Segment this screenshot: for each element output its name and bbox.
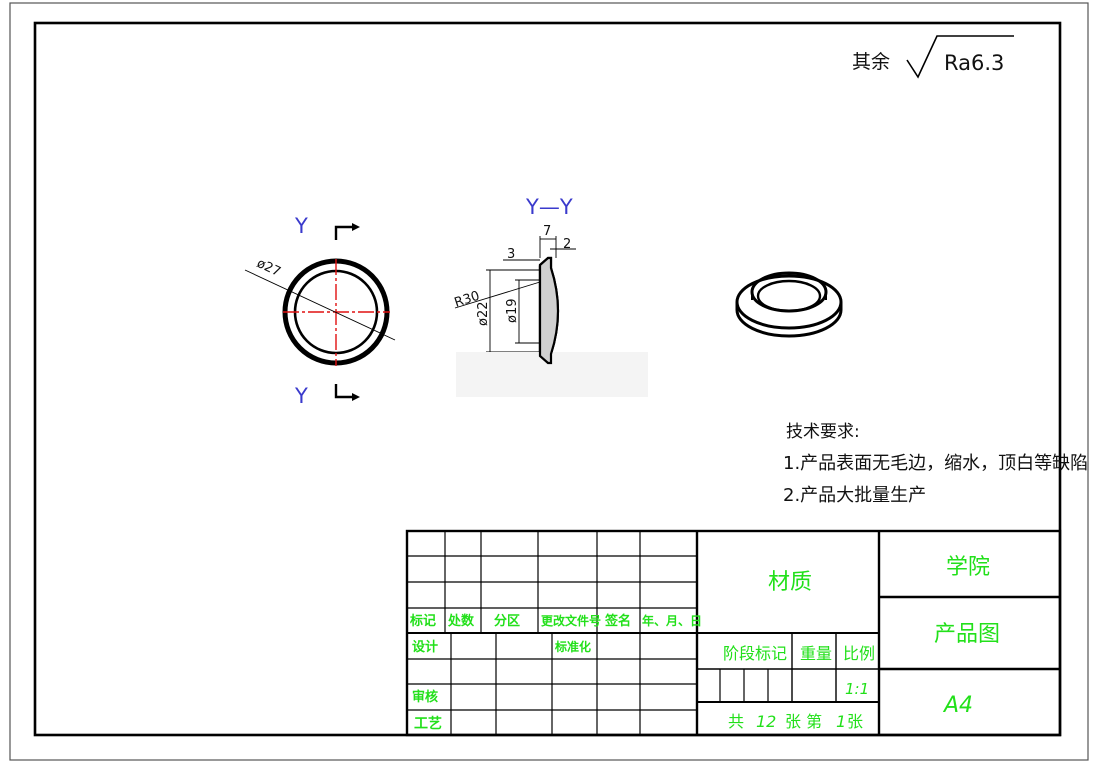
material-label: 材质 xyxy=(768,570,812,595)
sheets-total: 12 xyxy=(756,712,776,731)
label-review: 审核 xyxy=(412,689,438,705)
roughness-value: Ra6.3 xyxy=(944,51,1004,75)
outer-border xyxy=(9,2,1089,761)
roughness-symbol xyxy=(906,35,1014,79)
hdr-date: 年、月、日 xyxy=(642,613,702,628)
roughness-prefix: 其余 xyxy=(852,51,890,73)
section-arrow-bottom xyxy=(334,384,352,399)
drawing-name: 产品图 xyxy=(934,622,1000,647)
section-label-bottom: Y xyxy=(294,384,308,408)
sheets-mid: 张 第 xyxy=(785,712,822,731)
title-block xyxy=(405,529,1062,737)
sheets-suffix: 张 xyxy=(847,712,863,731)
iso-view xyxy=(735,271,843,338)
section-view-label: Y—Y xyxy=(525,195,573,219)
stage-mark-label: 阶段标记 xyxy=(723,644,787,663)
label-design: 设计 xyxy=(412,639,438,655)
dim-step: 3 xyxy=(507,247,515,262)
front-view: ø27 Y Y xyxy=(244,214,396,408)
tech-item-2: 2.产品大批量生产 xyxy=(783,485,926,506)
section-arrow-top xyxy=(334,225,352,240)
dim-19: ø19 xyxy=(505,299,520,324)
hdr-zone: 分区 xyxy=(494,613,520,629)
label-standardization: 标准化 xyxy=(554,639,591,654)
weight-label: 重量 xyxy=(800,644,832,663)
hdr-change-doc: 更改文件号 xyxy=(541,613,601,628)
hdr-count: 处数 xyxy=(447,613,475,629)
dim-flange: 2 xyxy=(563,237,571,252)
tech-item-1: 1.产品表面无毛边，缩水，顶白等缺陷 xyxy=(783,453,1088,474)
iso-outer-top xyxy=(735,274,843,330)
sheets-prefix: 共 xyxy=(728,712,744,731)
title-block-text: 标记 处数 分区 更改文件号 签名 年、月、日 设计 标准化 审核 工艺 材质 … xyxy=(409,555,1000,732)
sheet-no: 1 xyxy=(836,712,846,731)
dim-22: ø22 xyxy=(476,302,491,327)
radius-leader xyxy=(454,281,541,309)
paper-size: A4 xyxy=(942,693,973,718)
label-process: 工艺 xyxy=(414,715,442,732)
diameter-leader xyxy=(244,269,396,341)
hdr-mark: 标记 xyxy=(409,613,436,629)
scale-label: 比例 xyxy=(843,644,875,663)
iso-outer-side xyxy=(735,302,843,338)
hdr-signature: 签名 xyxy=(604,613,631,629)
scale-value: 1:1 xyxy=(845,680,869,698)
dim-width: 7 xyxy=(543,224,551,239)
school-label: 学院 xyxy=(946,555,990,580)
tech-title: 技术要求: xyxy=(786,422,860,442)
section-label-top: Y xyxy=(294,214,308,238)
iso-bore xyxy=(756,279,822,313)
section-view: Y—Y 7 2 3 R30 ø22 ø19 xyxy=(453,195,576,365)
